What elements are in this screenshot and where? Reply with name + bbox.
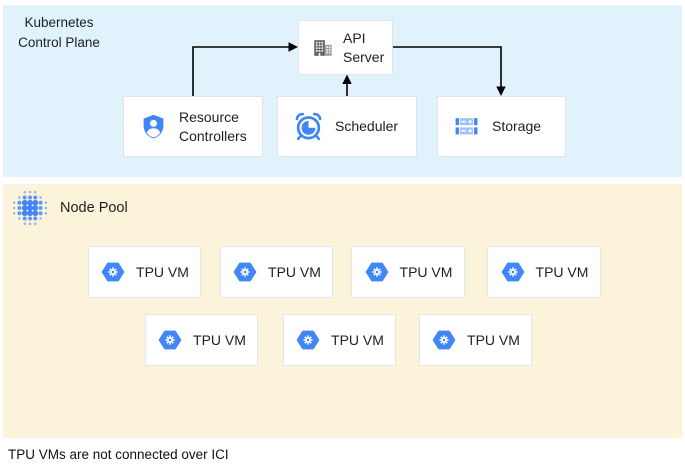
alarm-clock-icon <box>295 112 322 141</box>
tpu-hexagon-gear-icon <box>365 262 389 282</box>
resource-controllers-label: Resource Controllers <box>179 108 247 144</box>
dot-grid-icon <box>13 191 47 225</box>
node-pool-label: Node Pool <box>60 200 128 216</box>
tpu-vm-label: TPU VM <box>331 332 384 348</box>
tpu-hexagon-gear-icon <box>432 330 456 350</box>
tpu-vm-box: TPU VM <box>487 246 601 298</box>
resource-controllers-box: Resource Controllers <box>123 96 263 157</box>
tpu-hexagon-gear-icon <box>101 262 125 282</box>
tpu-hexagon-gear-icon <box>233 262 257 282</box>
tpu-hexagon-gear-icon <box>296 330 320 350</box>
tpu-vm-label: TPU VM <box>535 264 589 280</box>
building-icon <box>314 39 332 56</box>
api-server-label: API Server <box>343 29 385 65</box>
tpu-vm-box: TPU VM <box>88 246 201 298</box>
tpu-vm-box: TPU VM <box>351 246 465 298</box>
scheduler-box: Scheduler <box>277 96 417 157</box>
tpu-vm-label: TPU VM <box>467 332 520 348</box>
storage-disks-icon <box>455 118 478 135</box>
tpu-vm-label: TPU VM <box>193 332 246 348</box>
tpu-vm-box: TPU VM <box>220 246 333 298</box>
tpu-vm-label: TPU VM <box>268 264 321 280</box>
tpu-vm-box: TPU VM <box>419 314 532 366</box>
diagram-caption: TPU VMs are not connected over ICI <box>8 447 229 462</box>
tpu-vm-box: TPU VM <box>145 314 258 366</box>
tpu-hexagon-gear-icon <box>501 262 525 282</box>
scheduler-label: Scheduler <box>335 118 399 135</box>
tpu-vm-label: TPU VM <box>399 264 453 280</box>
tpu-vm-box: TPU VM <box>283 314 396 366</box>
control-plane-title: Kubernetes Control Plane <box>18 15 100 50</box>
storage-box: Storage <box>437 96 566 157</box>
tpu-hexagon-gear-icon <box>158 330 182 350</box>
tpu-vm-label: TPU VM <box>136 264 189 280</box>
api-server-box: API Server <box>298 20 393 75</box>
node-pool-region <box>3 184 682 438</box>
shield-user-icon <box>143 114 164 139</box>
storage-label: Storage <box>492 118 542 135</box>
